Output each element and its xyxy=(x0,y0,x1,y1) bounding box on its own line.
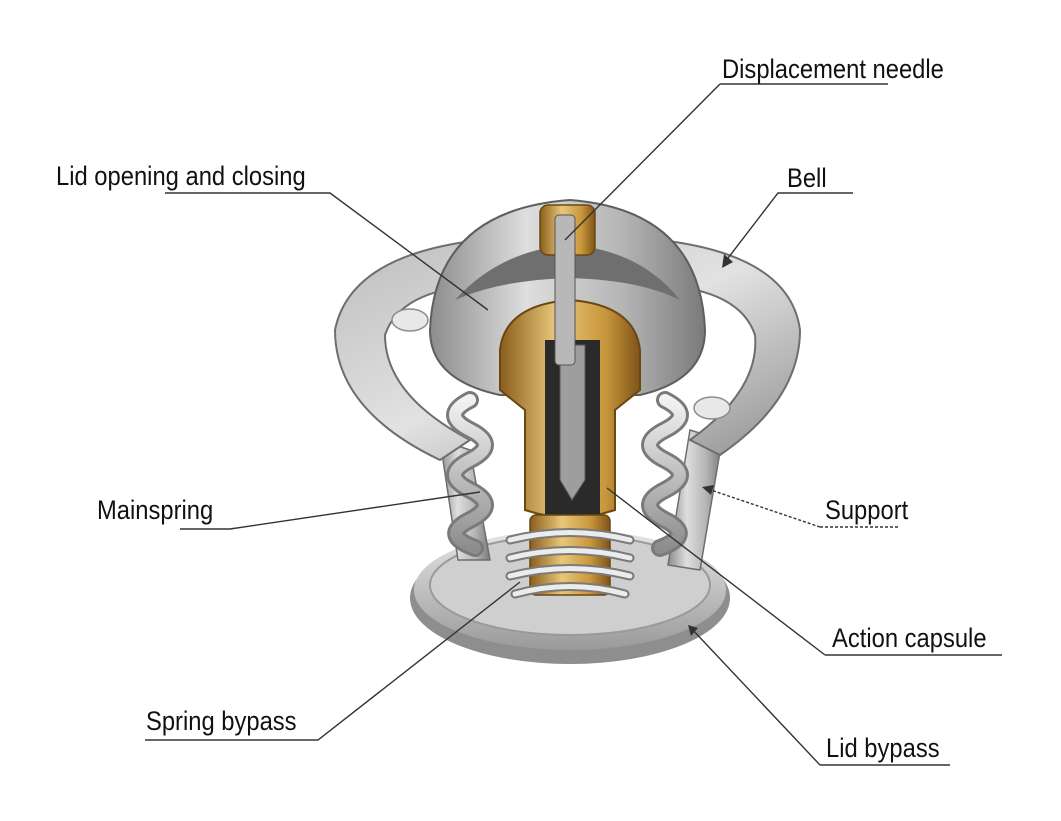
arrowhead-lid-bypass xyxy=(688,625,698,636)
mainspring-coils xyxy=(446,391,689,557)
label-support: Support xyxy=(825,495,909,525)
leader-mainspring xyxy=(180,491,481,530)
arrowhead-support xyxy=(702,485,714,495)
label-action-capsule: Action capsule xyxy=(832,623,987,653)
label-lid-bypass: Lid bypass xyxy=(826,733,940,763)
displacement-needle xyxy=(539,204,596,366)
lid-bypass-disc xyxy=(410,530,730,664)
label-bell: Bell xyxy=(787,163,827,193)
spring-bypass xyxy=(505,514,635,599)
action-capsule xyxy=(499,298,641,519)
leader-bell xyxy=(724,192,853,263)
leader-action-capsule xyxy=(606,487,1002,656)
leader-support xyxy=(704,487,900,528)
label-mainspring: Mainspring xyxy=(97,495,214,525)
label-lid-opening-closing: Lid opening and closing xyxy=(56,161,306,191)
label-displacement-needle: Displacement needle xyxy=(722,54,944,84)
arrowhead-bell xyxy=(722,254,733,268)
leader-lid-bypass xyxy=(689,626,950,766)
leader-lines xyxy=(145,83,1002,766)
leader-spring-bypass xyxy=(145,581,521,741)
leader-arrowheads xyxy=(688,254,733,636)
leader-displacement-needle xyxy=(564,83,888,241)
label-spring-bypass: Spring bypass xyxy=(146,706,297,736)
leader-lid-opening-closing xyxy=(165,192,489,311)
